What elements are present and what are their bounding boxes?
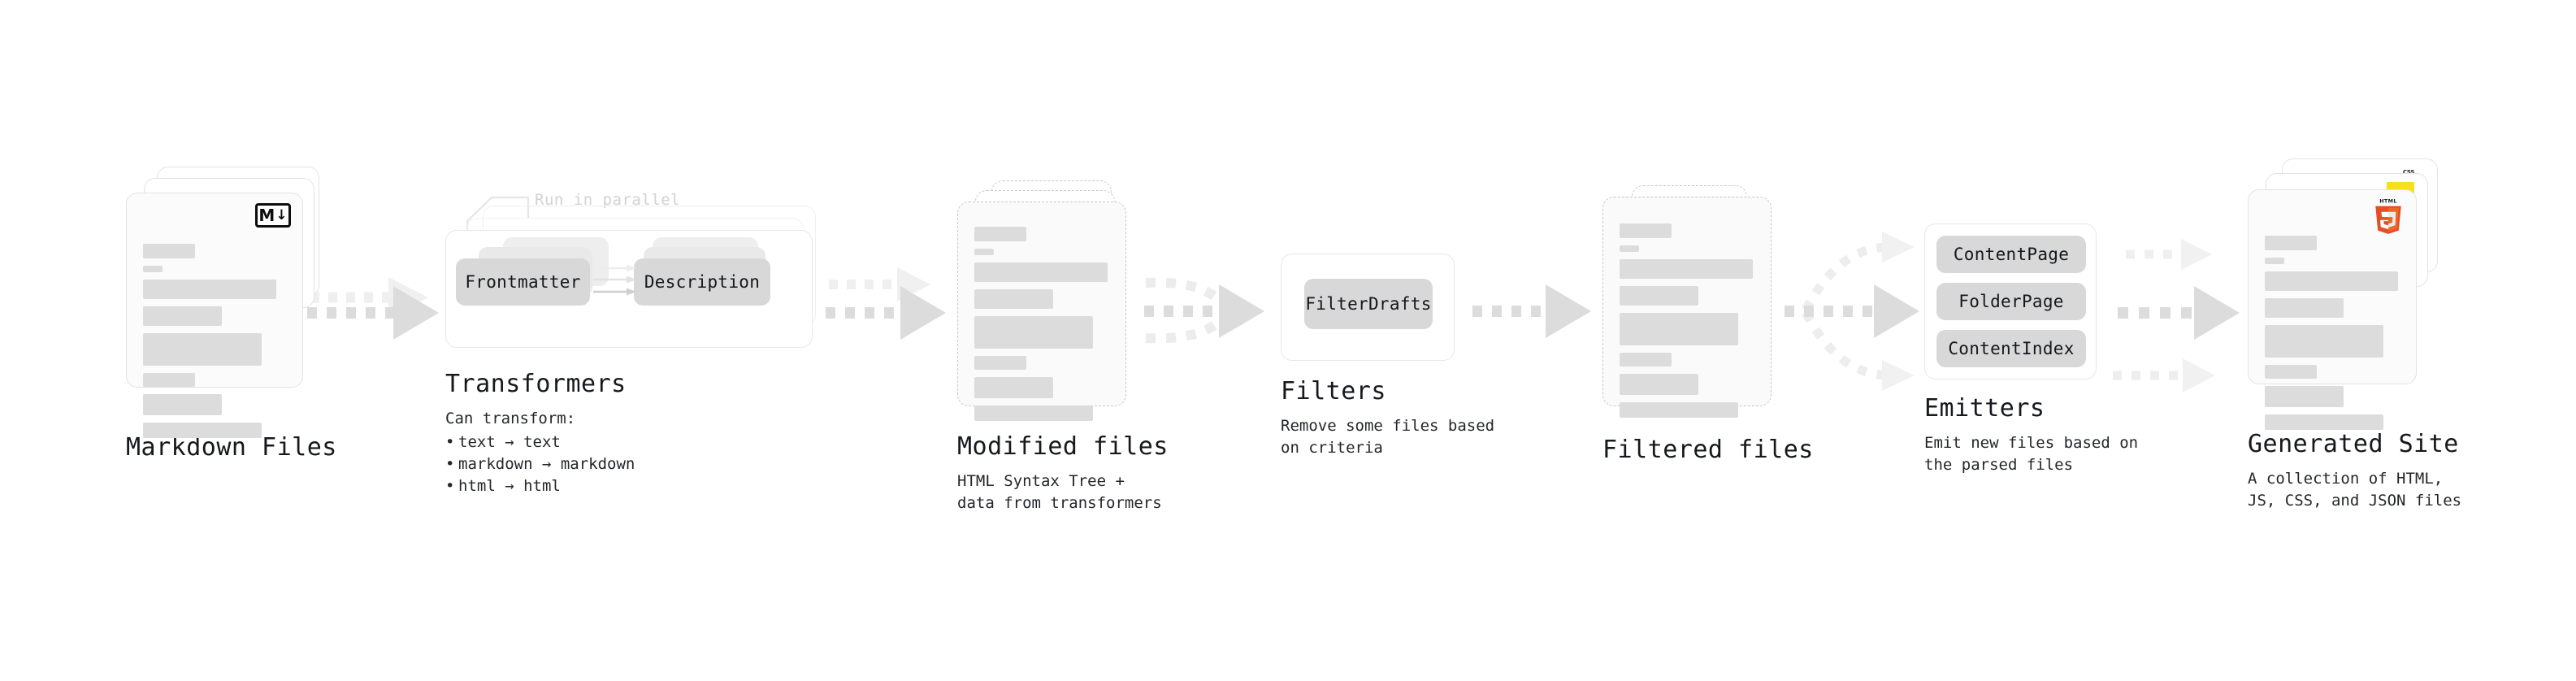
emitter-chip-folderpage[interactable]: FolderPage bbox=[1936, 283, 2086, 320]
filtered-card-front bbox=[1602, 197, 1772, 418]
transformer-bullet-1-label: markdown → markdown bbox=[458, 455, 635, 473]
stage-filters: FilterDrafts Filters Remove some files b… bbox=[1281, 254, 1494, 459]
transformer-bullet-2-label: html → html bbox=[458, 477, 561, 495]
css-badge-label: CSS bbox=[2402, 169, 2415, 176]
filters-panel: FilterDrafts bbox=[1281, 254, 1455, 361]
transformer-bullet-0: •text → text bbox=[445, 433, 561, 451]
transformers-panel-front: Frontmatter Description bbox=[445, 230, 813, 348]
stage-transformers: Run in parallel Frontmatter Description bbox=[445, 191, 827, 497]
modified-doc-stack bbox=[957, 180, 1144, 424]
stage-emitters: ContentPage FolderPage ContentIndex Emit… bbox=[1924, 223, 2138, 476]
emitter-chip-contentpage[interactable]: ContentPage bbox=[1936, 236, 2086, 273]
modified-skeleton bbox=[974, 227, 1111, 428]
markdown-skeleton bbox=[143, 244, 288, 445]
modified-files-desc: HTML Syntax Tree + data from transformer… bbox=[957, 472, 1162, 512]
html5-badge-word: HTML bbox=[2379, 197, 2397, 204]
filtered-skeleton bbox=[1620, 223, 1756, 425]
generated-card-front: HTML bbox=[2248, 189, 2417, 430]
filtered-files-title: Filtered files bbox=[1602, 436, 1814, 464]
transformers-title: Transformers bbox=[445, 370, 627, 398]
modified-files-title: Modified files bbox=[957, 432, 1169, 461]
transformer-chip-description[interactable]: Description bbox=[634, 258, 770, 306]
generated-skeleton bbox=[2265, 236, 2401, 437]
filter-chip-filterdrafts[interactable]: FilterDrafts bbox=[1304, 279, 1433, 329]
run-in-parallel-annotation: Run in parallel bbox=[535, 191, 681, 209]
generated-site-title: Generated Site bbox=[2248, 430, 2459, 458]
markdown-card-front: M↓ bbox=[126, 193, 303, 438]
emitters-desc: Emit new files based on the parsed files bbox=[1924, 434, 2139, 474]
emitters-title: Emitters bbox=[1924, 394, 2045, 423]
stage-filtered-files: Filtered files bbox=[1602, 185, 1814, 464]
stage-generated-site: CSS HTML bbox=[2248, 158, 2461, 512]
generated-site-desc: A collection of HTML, JS, CSS, and JSON … bbox=[2248, 470, 2462, 510]
generated-doc-stack: CSS HTML bbox=[2248, 158, 2459, 430]
transformer-chip-frontmatter[interactable]: Frontmatter bbox=[456, 258, 590, 306]
modified-card-front bbox=[957, 202, 1126, 421]
transformers-desc: Can transform: bbox=[445, 410, 576, 427]
filters-title: Filters bbox=[1281, 377, 1386, 406]
filtered-doc-stack bbox=[1602, 185, 1789, 429]
markdown-badge-icon: M↓ bbox=[255, 203, 291, 228]
transformers-bullets: •text → text •markdown → markdown •html … bbox=[445, 432, 827, 497]
emitter-chip-contentindex[interactable]: ContentIndex bbox=[1936, 330, 2086, 367]
arrow-transformers-to-modified bbox=[826, 267, 946, 340]
transformer-inner-arrows bbox=[593, 264, 636, 296]
transformer-bullet-1: •markdown → markdown bbox=[445, 455, 635, 473]
stage-markdown-files: M↓ Markdown Files bbox=[126, 167, 337, 462]
markdown-doc-stack: M↓ bbox=[126, 167, 337, 438]
transformer-bullet-0-label: text → text bbox=[458, 433, 561, 451]
stage-modified-files: Modified files HTML Syntax Tree + data f… bbox=[957, 180, 1169, 514]
emitters-panel: ContentPage FolderPage ContentIndex bbox=[1924, 223, 2097, 380]
markdown-badge-letter: M bbox=[258, 206, 275, 225]
html5-badge-icon: HTML bbox=[2375, 197, 2401, 234]
markdown-badge-arrow: ↓ bbox=[275, 206, 288, 223]
filters-desc: Remove some files based on criteria bbox=[1281, 417, 1495, 457]
transformers-panel-stack: Frontmatter Description bbox=[445, 197, 827, 360]
transformer-bullet-2: •html → html bbox=[445, 477, 561, 495]
